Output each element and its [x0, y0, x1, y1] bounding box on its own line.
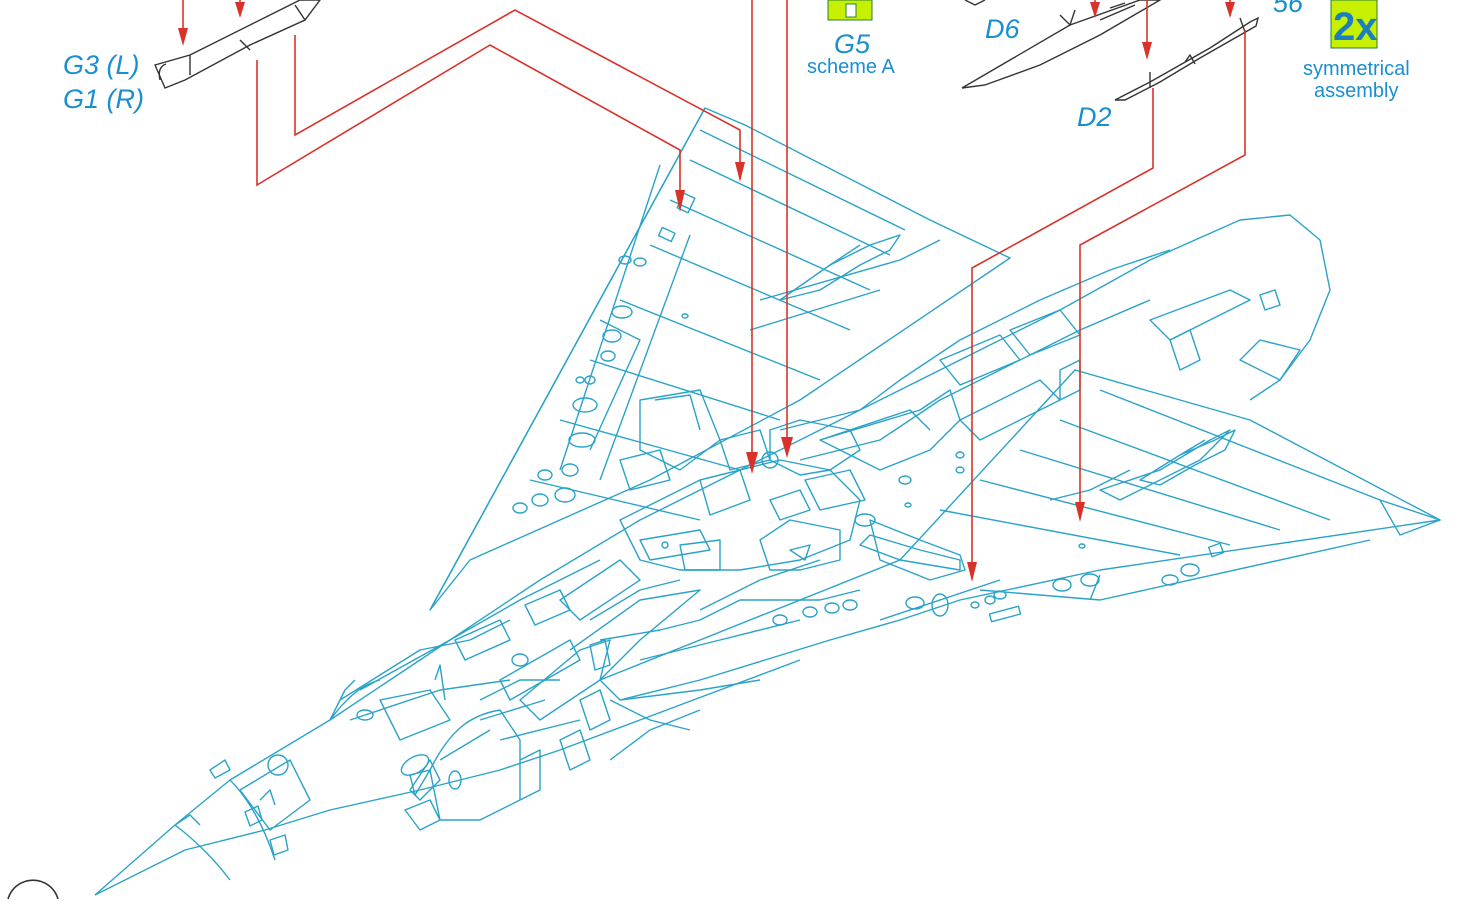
arrow-g3-left — [182, 0, 1246, 565]
arrowheads — [178, 2, 1235, 582]
step-number-circle — [7, 879, 59, 900]
label-g1-right: G1 (R) — [63, 84, 144, 114]
part-d6 — [961, 0, 1162, 89]
right-wing — [599, 369, 1441, 701]
wing-tanks — [779, 234, 1236, 501]
label-d6: D6 — [985, 14, 1020, 44]
arrows — [178, 0, 1246, 582]
part-d2 — [1114, 16, 1260, 101]
label-d2: D2 — [1077, 102, 1112, 132]
fuselage — [94, 214, 1331, 896]
label-partial-56: 56 — [1273, 0, 1304, 18]
label-scheme: scheme A — [807, 56, 895, 78]
badge-caption-line2: assembly — [1314, 80, 1398, 102]
badge-caption-line1: symmetrical — [1303, 58, 1410, 80]
symmetrical-badge: 2x — [1330, 0, 1378, 49]
label-g5: G5 — [834, 29, 871, 59]
aircraft-drawing — [94, 107, 1441, 896]
label-g3-left: G3 (L) — [63, 50, 140, 80]
part-g5 — [827, 0, 873, 21]
part-g3-g1 — [154, 0, 321, 89]
left-wing — [429, 107, 1011, 611]
badge-2x: 2x — [1333, 5, 1378, 49]
